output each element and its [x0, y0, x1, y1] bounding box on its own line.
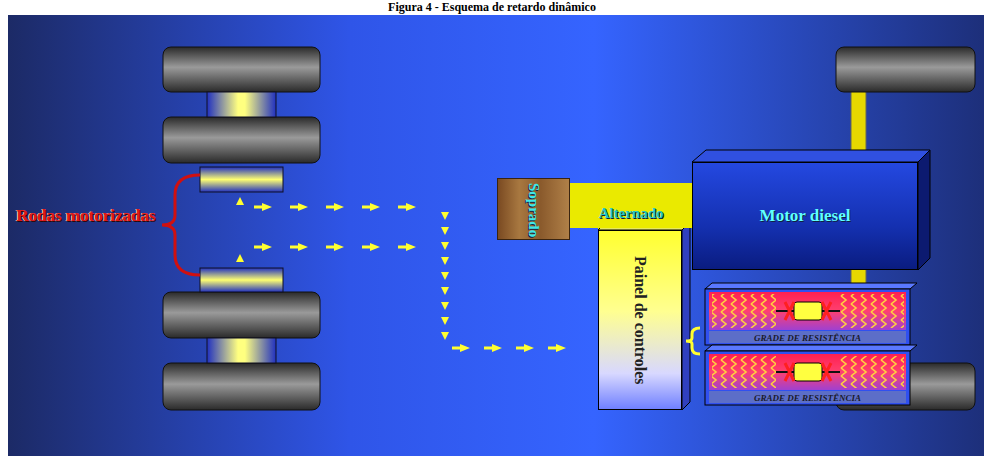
arrow-dash: [290, 206, 299, 209]
arrowhead: [262, 243, 272, 251]
arrow-dash: [326, 206, 335, 209]
wheel-set: [163, 47, 320, 410]
arrow-dash: [290, 246, 299, 249]
arrowhead: [334, 203, 344, 211]
arrowhead: [441, 317, 449, 325]
arrowhead: [334, 243, 344, 251]
bracket: [686, 328, 700, 354]
arrowhead: [262, 203, 272, 211]
arrowhead: [441, 272, 449, 280]
arrowhead: [441, 257, 449, 265]
wheel-label: Rodas motorizadas: [12, 206, 160, 226]
arrowhead: [236, 197, 244, 205]
resistor-grid: [705, 283, 917, 345]
arrow-dash: [254, 206, 263, 209]
arrowhead: [298, 243, 308, 251]
alternator-bar: Alternado: [570, 183, 692, 228]
arrowhead: [441, 212, 449, 220]
bracket: [162, 175, 200, 275]
arrowhead: [524, 344, 534, 352]
arrowhead: [441, 302, 449, 310]
resistor-grid-box: GRADE DE RESISTÊNCIA: [705, 351, 910, 405]
node-label: GRADE DE RESISTÊNCIA: [754, 333, 861, 343]
arrow-dash: [254, 246, 263, 249]
arrow-dash: [362, 246, 371, 249]
arrowhead: [406, 243, 416, 251]
resistor-grid-box: GRADE DE RESISTÊNCIA: [705, 289, 910, 345]
arrowhead: [441, 227, 449, 235]
arrowhead: [298, 203, 308, 211]
panel-side: [682, 222, 690, 410]
arrowhead: [406, 203, 416, 211]
node-label: GRADE DE RESISTÊNCIA: [754, 393, 861, 403]
arrow-dash: [398, 246, 407, 249]
arrow-dash: [484, 347, 493, 350]
arrowhead: [556, 344, 566, 352]
node-label: Alternado: [599, 205, 664, 222]
arrowhead: [492, 344, 502, 352]
arrowhead: [460, 344, 470, 352]
control-panel: Painel de controles: [598, 230, 682, 410]
motor-top: [692, 150, 930, 162]
arrowhead: [236, 254, 244, 262]
blower-box: Soprado: [497, 178, 570, 240]
node-label: Soprado: [525, 183, 542, 235]
arrowhead: [441, 242, 449, 250]
figure-title: Figura 4 - Esquema de retardo dinâmico: [0, 0, 984, 14]
arrowhead: [441, 287, 449, 295]
arrow-dash: [452, 347, 461, 350]
arrow-dash: [516, 347, 525, 350]
arrow-dash: [398, 206, 407, 209]
arrow-dash: [326, 246, 335, 249]
engine-box: Motor diesel: [692, 162, 918, 270]
arrow-dash: [548, 347, 557, 350]
motor-side: [918, 150, 930, 270]
arrowhead: [370, 203, 380, 211]
node-label: Painel de controles: [631, 256, 649, 385]
arrowhead: [441, 332, 449, 340]
resistor-grid: [705, 345, 917, 405]
arrow-dash: [362, 206, 371, 209]
node-label: Motor diesel: [760, 206, 851, 226]
arrowhead: [370, 243, 380, 251]
